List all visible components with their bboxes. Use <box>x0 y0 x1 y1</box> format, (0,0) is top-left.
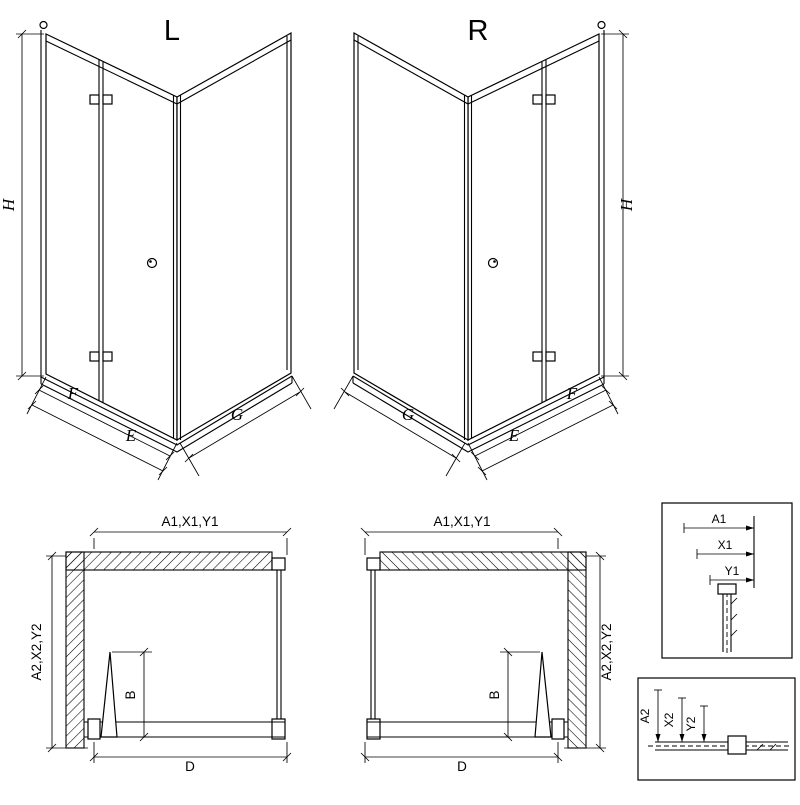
plan-view-right: A1,X1,Y1 A2,X2,Y2 B D <box>360 514 614 774</box>
corner-post-block <box>271 718 286 740</box>
arrowhead <box>746 577 754 583</box>
side-width-dimension <box>179 375 312 477</box>
front-width-dimensions <box>26 376 178 481</box>
plan-geometry <box>46 527 292 763</box>
arrowhead <box>746 525 754 531</box>
dim-label-e-right: E <box>508 426 520 445</box>
dim-label-a2x2y2-left-plan: A2,X2,Y2 <box>29 623 44 680</box>
door-hinge-bottom <box>89 351 100 362</box>
dim-label-g-left: G <box>231 405 243 424</box>
dim-label-d-left-plan: D <box>185 759 195 774</box>
dim-label-a1x1y1-left-plan: A1,X1,Y1 <box>161 514 218 529</box>
dim-label-d-right-plan: D <box>457 759 467 774</box>
plan-view-left: A1,X1,Y1 A2,X2,Y2 B D <box>29 514 292 774</box>
detail-label-a1: A1 <box>712 512 727 526</box>
width-dimension-top <box>89 527 292 555</box>
iso-view-left: L H F E G <box>0 15 312 481</box>
arrowhead <box>746 551 754 557</box>
door-pivot-block <box>87 718 101 740</box>
dim-label-height-left: H <box>0 197 18 212</box>
detail-label-x1: X1 <box>718 538 733 552</box>
wall-profile-section <box>717 583 737 595</box>
folded-door-leaf <box>100 651 118 738</box>
dim-label-e-left: E <box>125 426 137 445</box>
dim-label-f-left: F <box>67 384 79 403</box>
dim-label-f-right: F <box>566 384 578 403</box>
detail-label-y1: Y1 <box>725 564 740 578</box>
plan-geometry-mirrored <box>360 527 607 764</box>
dim-label-b-left-plan: B <box>123 690 138 699</box>
view-label-left: L <box>164 15 180 47</box>
wall-profile-block <box>271 557 286 571</box>
fixed-side-panel <box>176 31 292 442</box>
wall-profile-cap <box>39 20 48 30</box>
detail-view-bottom: A2 X2 Y2 <box>637 677 796 781</box>
detail-label-a2: A2 <box>638 708 652 723</box>
dim-label-a2x2y2-right-plan: A2,X2,Y2 <box>599 623 614 680</box>
detail-label-y2: Y2 <box>684 716 698 731</box>
arrowhead <box>679 734 685 742</box>
detail-frame-top <box>661 502 793 659</box>
depth-dimension-side <box>46 551 88 753</box>
building-wall-top <box>65 551 273 571</box>
detail-frame-bottom <box>637 677 796 781</box>
iso-view-right: R H F E G <box>333 15 636 481</box>
door-knob <box>146 257 158 269</box>
arrowhead <box>655 734 661 742</box>
door-hinge-top <box>89 94 100 105</box>
dim-label-height-right: H <box>617 197 636 212</box>
door-leaf-dimension <box>112 647 152 742</box>
door-hinge-top <box>102 94 113 105</box>
door-hinge-bottom <box>102 351 113 362</box>
height-dimension <box>16 29 44 381</box>
dim-label-g-right: G <box>402 405 414 424</box>
shower-tray <box>40 375 293 453</box>
detail-view-top: A1 X1 Y1 <box>661 502 793 659</box>
door-knob-dot <box>149 260 152 263</box>
view-label-right: R <box>468 15 489 47</box>
iso-geometry-mirrored <box>333 20 630 481</box>
iso-geometry <box>16 20 312 481</box>
dim-label-a1x1y1-right-plan: A1,X1,Y1 <box>433 514 490 529</box>
detail-label-x2: X2 <box>662 712 676 727</box>
dim-label-b-right-plan: B <box>487 690 502 699</box>
building-wall-side <box>65 551 85 749</box>
wall-profile-section <box>727 735 747 755</box>
depth-dimension-bottom <box>89 742 292 763</box>
arrowhead <box>701 734 707 742</box>
